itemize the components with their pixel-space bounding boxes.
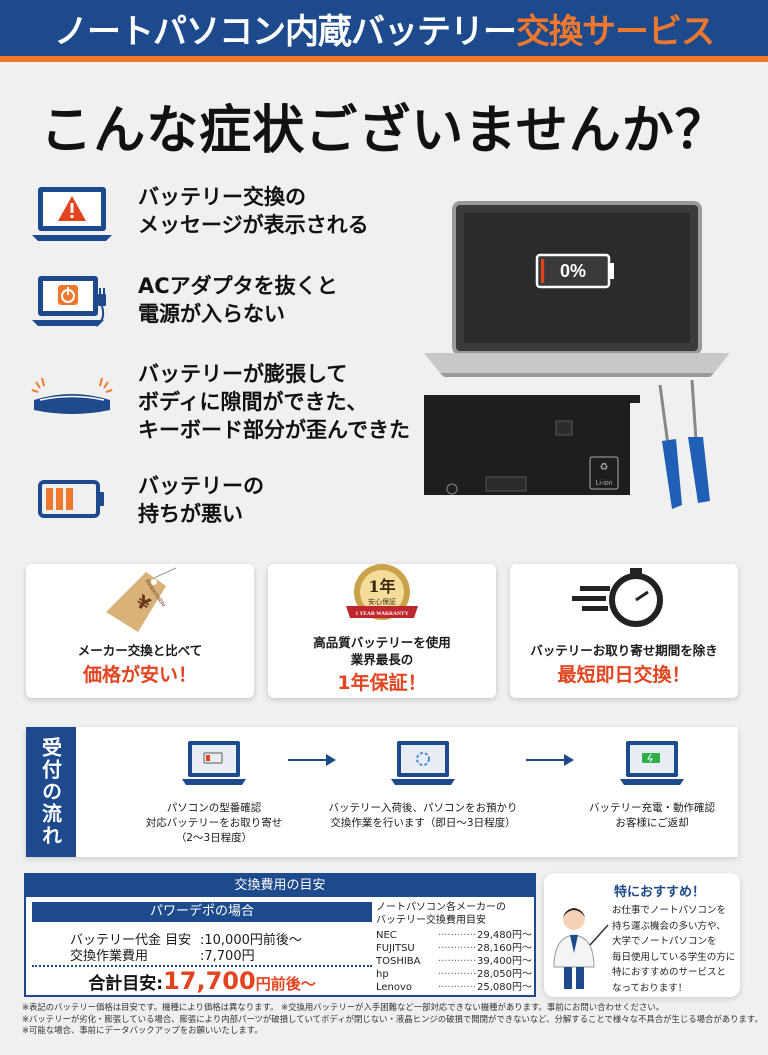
battery-type-label: Li-ion — [595, 480, 612, 487]
symptom-item: バッテリーの 持ちが悪い — [30, 472, 450, 552]
flow-step-text: バッテリー入荷後、パソコンをお預かり 交換作業を行います（即日～3日程度） — [328, 802, 518, 829]
badge-ribbon: 1 YEAR WARRANTY — [355, 611, 408, 617]
swollen-battery-icon — [31, 377, 113, 414]
symptom-item: ACアダプタを抜くと 電源が入らない — [30, 272, 450, 352]
total-value: 17,700 — [163, 967, 256, 995]
symptom-item: バッテリーが膨張して ボディに隙間ができた、 キーボード部分が歪んできた — [30, 360, 450, 442]
maker-price: 39,400円～ — [477, 956, 532, 967]
symptom-text: バッテリーの 持ちが悪い — [138, 474, 264, 526]
battery-meter: 0% — [535, 253, 614, 289]
reception-flow: 受付の流れ パソコンの型番確認 対応バッテリーをお取り寄せ （2～3日程度） バ… — [26, 727, 738, 857]
maker-row: Lenovo··············25,080円～ — [376, 982, 532, 993]
title-main: ノートパソコン内蔵バッテリー — [54, 11, 517, 52]
footnote: ※可能な場合、事前にデータバックアップをお願いいたします。 — [22, 1025, 263, 1035]
badge-big: 1年 — [368, 577, 395, 596]
title-accent: 交換サービス — [516, 11, 715, 52]
cost-row-label: バッテリー代金 目安 — [70, 933, 192, 948]
recommend-title: 特におすすめ！ — [614, 885, 706, 900]
feature-highlight: 1年保証！ — [337, 672, 427, 694]
laptop-warning-icon — [32, 187, 112, 241]
cost-row-label: 交換作業費用 — [70, 949, 149, 964]
feature-card-speed: バッテリーお取り寄せ期間を除き 最短即日交換！ — [510, 564, 738, 698]
footnote: ※表記のバッテリー価格は目安です。機種により価格は異なります。 ※交換用バッテリ… — [22, 1002, 665, 1012]
feature-card-price: ¥ Reasonable メーカー交換と比べて 価格が安い！ — [26, 564, 254, 698]
laptop-power-icon — [32, 276, 106, 327]
feature-line1: バッテリーお取り寄せ期間を除き — [530, 643, 718, 658]
flow-step: バッテリー充電・動作確認 お客様にご返却 — [562, 735, 742, 855]
symptom-item: バッテリー交換の メッセージが表示される — [30, 183, 450, 263]
badge-small: 安心保証 — [368, 597, 396, 606]
feature-line1: 高品質バッテリーを使用 業界最長の — [313, 635, 451, 667]
total-unit: 円前後～ — [255, 975, 316, 993]
maker-price-list: ノートパソコン各メーカーの バッテリー交換費用目安 NEC···········… — [376, 901, 532, 994]
maker-name: FUJITSU — [376, 943, 415, 954]
maker-price: 28,160円～ — [477, 943, 532, 954]
maker-row: FUJITSU··············28,160円～ — [376, 943, 532, 954]
maker-name: hp — [376, 969, 389, 980]
maker-row: hp··············28,050円～ — [376, 969, 532, 980]
symptom-text: ACアダプタを抜くと 電源が入らない — [138, 274, 338, 326]
cost-row: バッテリー代金 目安 :10,000円前後～ — [70, 929, 302, 948]
flow-step-text: パソコンの型番確認 対応バッテリーをお取り寄せ （2～3日程度） — [145, 802, 283, 844]
feature-line1: メーカー交換と比べて — [77, 643, 203, 658]
laptop-low-battery-icon — [182, 741, 246, 785]
battery-percent: 0% — [560, 261, 586, 281]
battery-pack: ♻ Li-ion — [424, 395, 640, 495]
price-tag-icon: ¥ Reasonable — [106, 567, 177, 632]
cost-row: 交換作業費用 :7,700円 — [70, 945, 255, 964]
laptop-battery-illustration: 0% ♻ Li-ion — [424, 201, 730, 509]
cost-subtitle: パワーデポの場合 — [32, 902, 372, 922]
page-headline: こんな症状ございませんか？ — [40, 101, 728, 161]
symptom-text: バッテリーが膨張して ボディに隙間ができた、 キーボード部分が歪んできた — [138, 362, 410, 442]
flow-step: バッテリー入荷後、パソコンをお預かり 交換作業を行います（即日～3日程度） — [328, 735, 518, 855]
feature-card-warranty: 1年 安心保証 1 YEAR WARRANTY 高品質バッテリーを使用 業界最長… — [268, 564, 496, 698]
footnotes: ※表記のバッテリー価格は目安です。機種により価格は異なります。 ※交換用バッテリ… — [22, 1002, 763, 1037]
maker-name: Lenovo — [376, 982, 413, 993]
warranty-badge-icon: 1年 安心保証 1 YEAR WARRANTY — [346, 564, 418, 620]
flow-step: パソコンの型番確認 対応バッテリーをお取り寄せ （2～3日程度） — [124, 735, 304, 855]
cost-title: 交換費用の目安 — [26, 875, 534, 897]
flow-step-text: バッテリー充電・動作確認 お客様にご返却 — [589, 802, 715, 829]
presenter-person-icon — [553, 908, 609, 989]
flow-label: 受付の流れ — [26, 727, 76, 857]
screwdriver-icon — [658, 379, 710, 509]
cost-row-value: :7,700円 — [200, 949, 255, 964]
cost-total: 合計目安: 17,700 円前後～ — [32, 965, 372, 995]
total-label: 合計目安: — [88, 974, 164, 994]
arrow-right-icon — [288, 754, 336, 766]
feature-highlight: 最短即日交換！ — [557, 664, 691, 686]
svg-text:♻: ♻ — [600, 462, 609, 473]
maker-name: TOSHIBA — [376, 956, 421, 967]
title-banner: ノートパソコン内蔵バッテリー交換サービス — [0, 0, 768, 62]
maker-row: NEC··············29,480円～ — [376, 930, 532, 941]
maker-heading: ノートパソコン各メーカーの バッテリー交換費用目安 — [376, 902, 506, 926]
cost-row-value: :10,000円前後～ — [200, 933, 302, 948]
cost-estimate-panel: 交換費用の目安 パワーデポの場合 バッテリー代金 目安 :10,000円前後～ 交… — [24, 873, 536, 997]
arrow-right-icon — [526, 754, 574, 766]
maker-price: 25,080円～ — [477, 982, 532, 993]
footnote: ※バッテリーが劣化・膨張している場合、膨張により内部パーツが破損していてボディが… — [22, 1013, 763, 1024]
recommend-body: お仕事でノートパソコンを 持ち運ぶ機会の多い方や、 大学でノートパソコンを 毎日… — [612, 905, 736, 994]
laptop-charged-icon — [620, 741, 684, 785]
feature-highlight: 価格が安い！ — [82, 664, 197, 686]
maker-name: NEC — [376, 930, 397, 941]
maker-row: TOSHIBA··············39,400円～ — [376, 956, 532, 967]
stopwatch-icon — [572, 568, 663, 627]
maker-price: 28,050円～ — [477, 969, 532, 980]
symptom-text: バッテリー交換の メッセージが表示される — [138, 185, 369, 237]
low-battery-icon — [38, 480, 104, 518]
recommend-box: 特におすすめ！ お仕事でノートパソコンを 持ち運ぶ機会の多い方や、 大学でノート… — [544, 873, 740, 997]
laptop-loading-icon — [391, 741, 455, 785]
maker-price: 29,480円～ — [477, 930, 532, 941]
